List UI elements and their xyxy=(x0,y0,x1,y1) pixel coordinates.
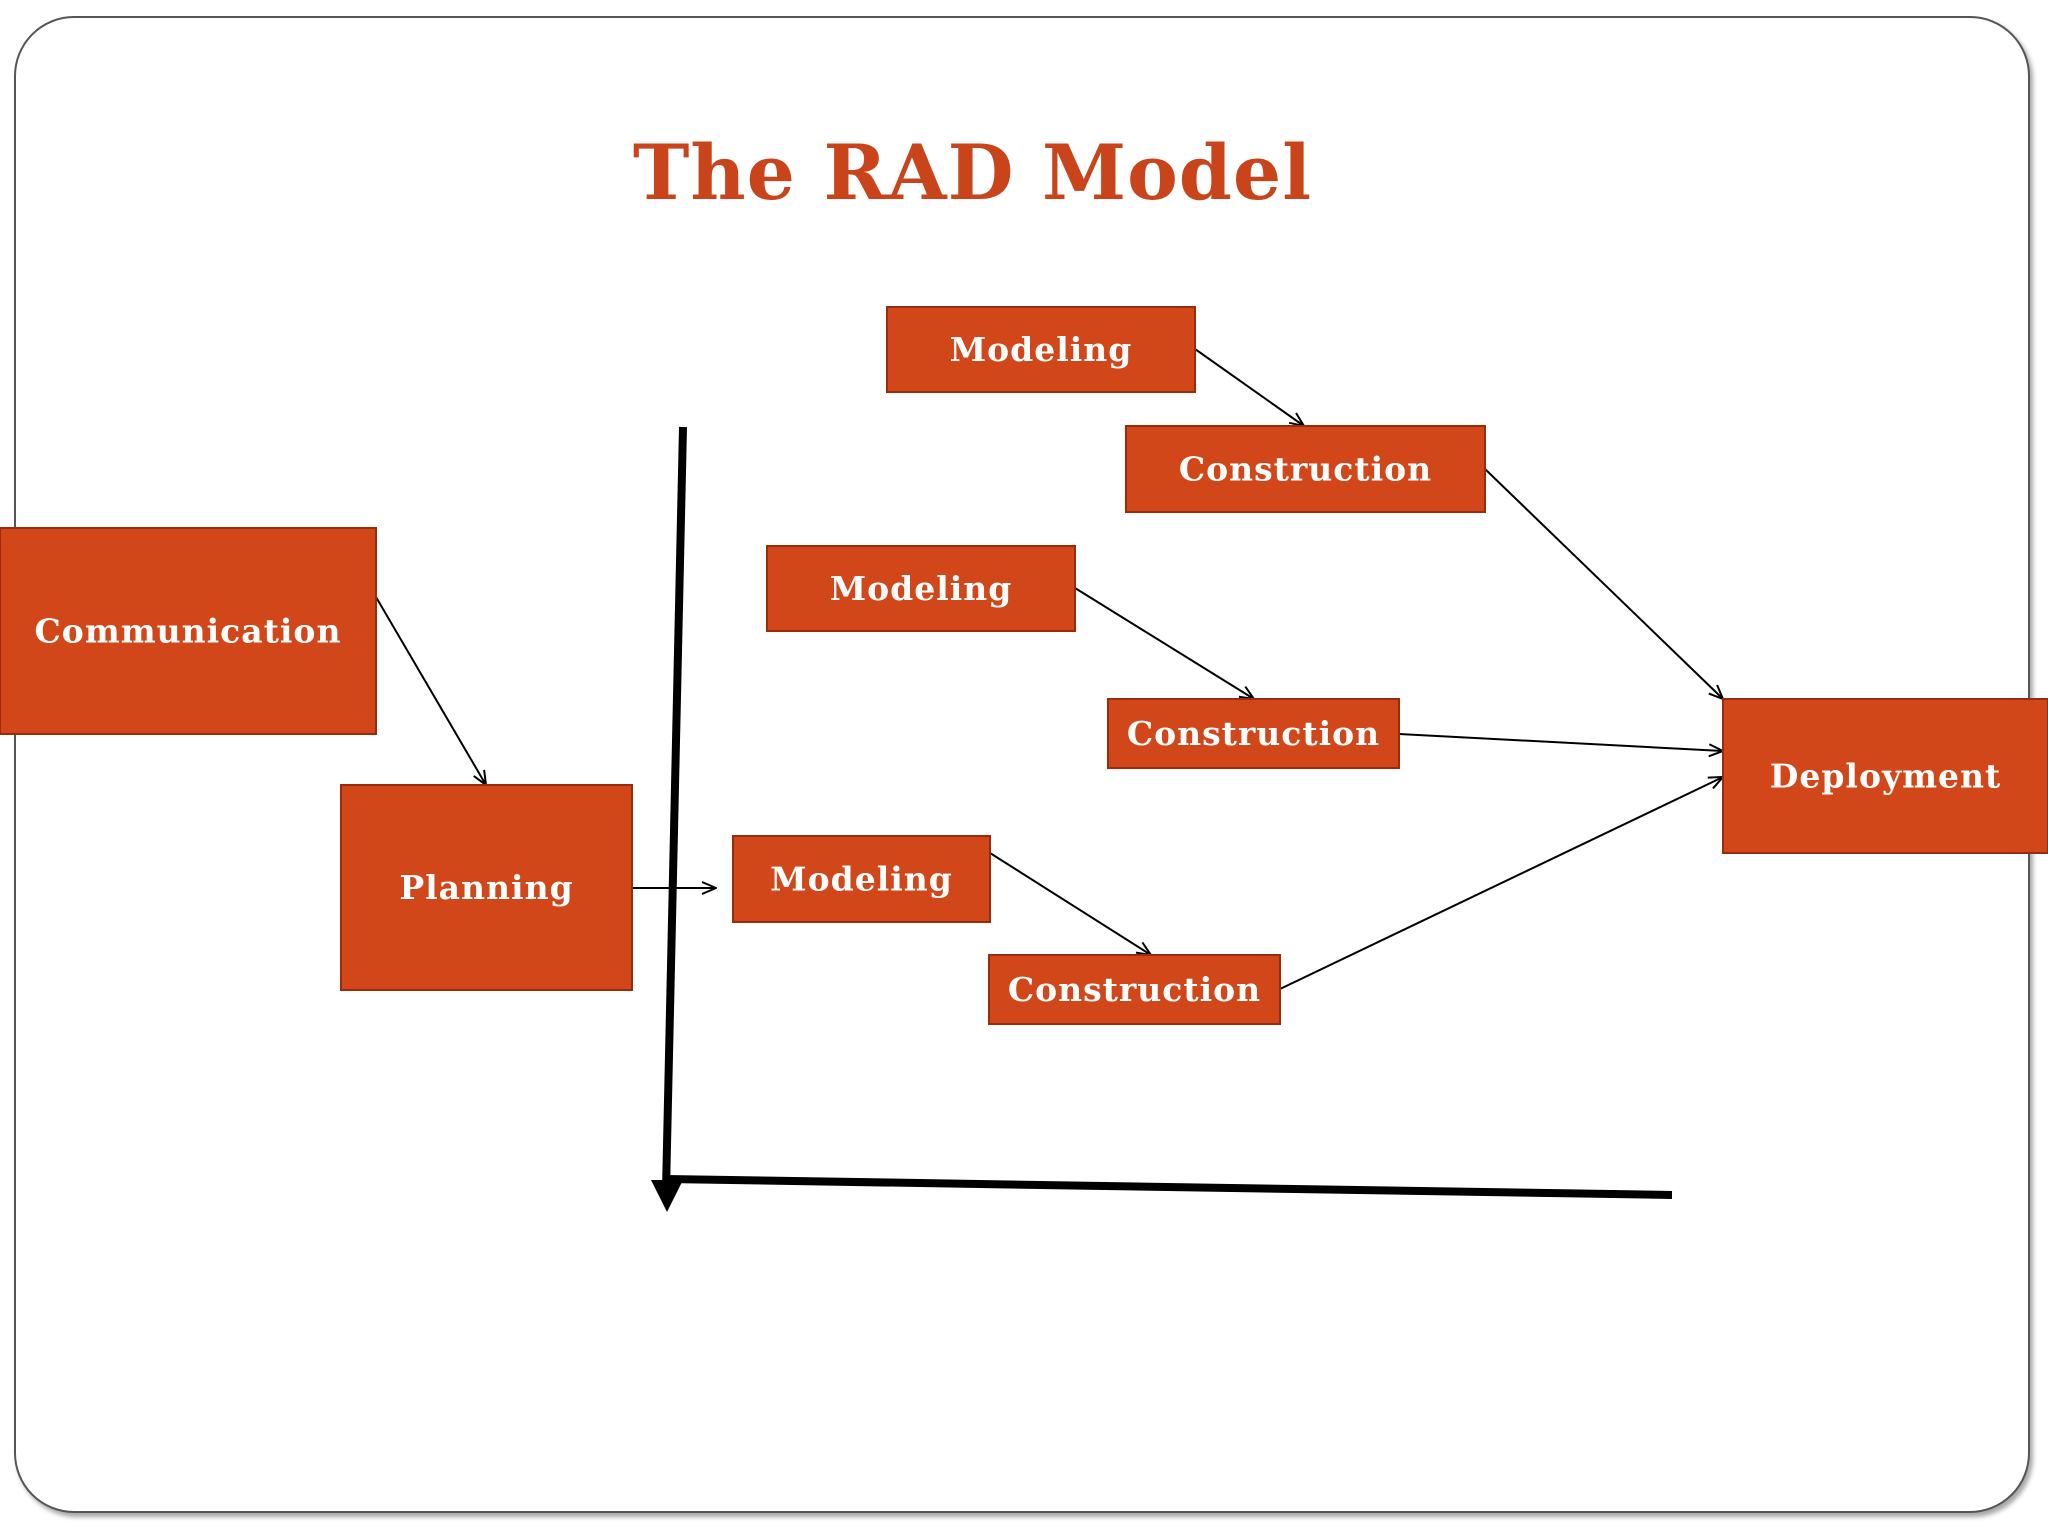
horizontal-timeline-axis xyxy=(665,1175,1673,1199)
box-communication-shape xyxy=(0,527,377,735)
arrow-modeling-2-to-construction-2 xyxy=(1074,587,1254,699)
box-communication-label: Communication xyxy=(35,612,342,651)
box-construction-2-shape xyxy=(1107,698,1400,769)
arrow-modeling-1-to-construction-1 xyxy=(1194,348,1304,426)
slide-title: The RAD Model xyxy=(632,128,1313,217)
box-construction-3: Construction xyxy=(988,954,1281,1025)
axis-arrowhead-icon xyxy=(651,1180,683,1212)
box-deployment: Deployment xyxy=(1722,698,2048,854)
box-modeling-3-shape xyxy=(732,835,991,923)
box-modeling-3: Modeling xyxy=(732,835,991,923)
box-modeling-1: Modeling xyxy=(886,306,1196,393)
box-deployment-shape xyxy=(1722,698,2048,854)
box-planning-label: Planning xyxy=(399,868,573,907)
arrow-modeling-3-to-construction-3 xyxy=(989,852,1151,955)
box-modeling-1-shape xyxy=(886,306,1196,393)
box-modeling-2-label: Modeling xyxy=(830,569,1013,608)
vertical-timeline-axis xyxy=(662,426,687,1191)
connections xyxy=(375,348,1723,990)
box-planning-shape xyxy=(340,784,633,991)
box-construction-1: Construction xyxy=(1125,425,1486,513)
box-modeling-1-label: Modeling xyxy=(950,330,1133,369)
slide-frame xyxy=(14,16,2030,1513)
box-modeling-2: Modeling xyxy=(766,545,1076,632)
box-planning: Planning xyxy=(340,784,633,991)
box-construction-2: Construction xyxy=(1107,698,1400,769)
arrow-construction-3-to-deployment xyxy=(1279,777,1723,990)
arrow-communication-to-planning xyxy=(375,596,486,785)
box-modeling-3-label: Modeling xyxy=(770,860,953,899)
box-construction-2-label: Construction xyxy=(1127,714,1380,753)
arrow-construction-2-to-deployment xyxy=(1398,733,1723,751)
box-deployment-label: Deployment xyxy=(1770,757,2002,796)
box-construction-1-shape xyxy=(1125,425,1486,513)
box-construction-3-label: Construction xyxy=(1008,970,1261,1009)
box-communication: Communication xyxy=(0,527,377,735)
box-modeling-2-shape xyxy=(766,545,1076,632)
box-construction-1-label: Construction xyxy=(1179,450,1432,489)
boxes: CommunicationPlanningModelingConstructio… xyxy=(0,306,2048,1025)
box-construction-3-shape xyxy=(988,954,1281,1025)
arrow-construction-1-to-deployment xyxy=(1484,468,1723,699)
